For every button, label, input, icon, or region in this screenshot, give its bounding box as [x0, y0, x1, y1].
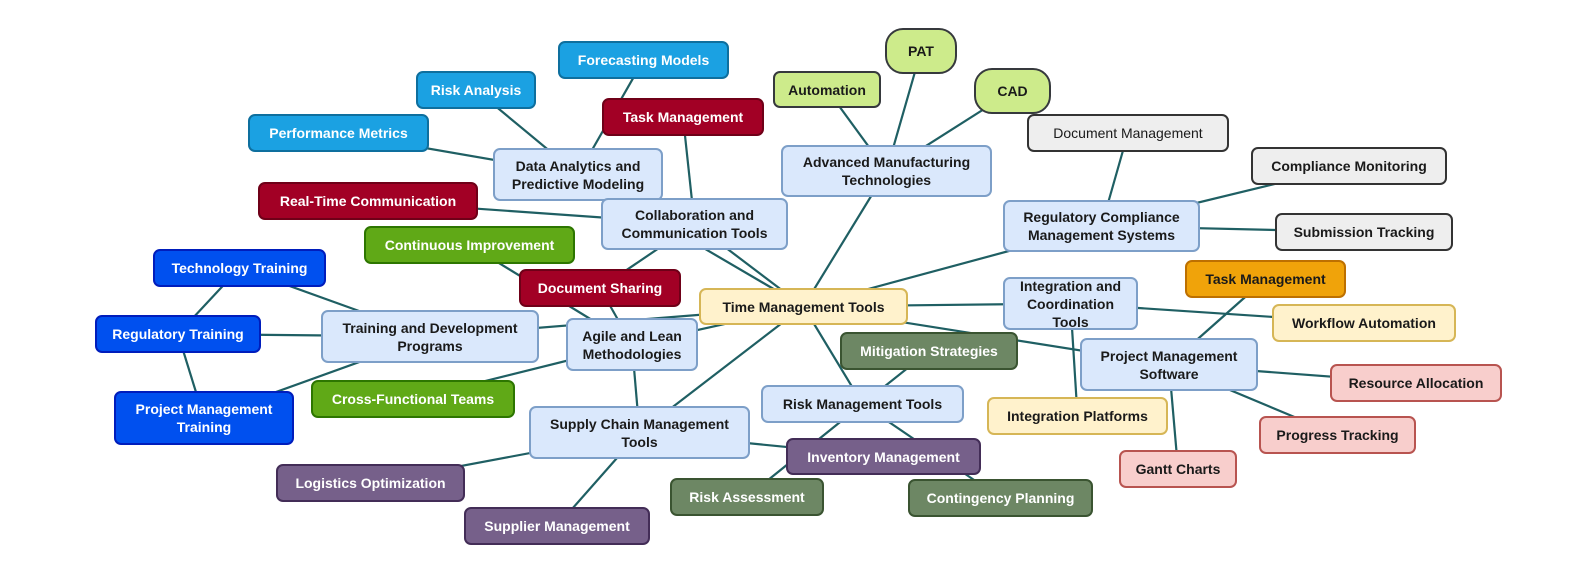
- node-supplier-management[interactable]: Supplier Management: [464, 507, 650, 545]
- node-cad[interactable]: CAD: [974, 68, 1051, 114]
- node-task-management-red[interactable]: Task Management: [602, 98, 764, 136]
- node-project-management-software[interactable]: Project Management Software: [1080, 338, 1258, 391]
- node-contingency-planning[interactable]: Contingency Planning: [908, 479, 1093, 517]
- node-project-management-training[interactable]: Project Management Training: [114, 391, 294, 445]
- node-real-time-communication[interactable]: Real-Time Communication: [258, 182, 478, 220]
- node-document-management[interactable]: Document Management: [1027, 114, 1229, 152]
- node-gantt-charts[interactable]: Gantt Charts: [1119, 450, 1237, 488]
- node-logistics-optimization[interactable]: Logistics Optimization: [276, 464, 465, 502]
- node-pat[interactable]: PAT: [885, 28, 957, 74]
- node-mitigation-strategies[interactable]: Mitigation Strategies: [840, 332, 1018, 370]
- node-regulatory-compliance[interactable]: Regulatory Compliance Management Systems: [1003, 200, 1200, 252]
- node-risk-assessment[interactable]: Risk Assessment: [670, 478, 824, 516]
- node-inventory-management[interactable]: Inventory Management: [786, 438, 981, 475]
- node-regulatory-training[interactable]: Regulatory Training: [95, 315, 261, 353]
- node-training-development[interactable]: Training and Development Programs: [321, 310, 539, 363]
- node-integration-platforms[interactable]: Integration Platforms: [987, 397, 1168, 435]
- node-document-sharing[interactable]: Document Sharing: [519, 269, 681, 307]
- node-forecasting-models[interactable]: Forecasting Models: [558, 41, 729, 79]
- node-agile-lean[interactable]: Agile and Lean Methodologies: [566, 318, 698, 371]
- node-progress-tracking[interactable]: Progress Tracking: [1259, 416, 1416, 454]
- node-performance-metrics[interactable]: Performance Metrics: [248, 114, 429, 152]
- node-supply-chain-management[interactable]: Supply Chain Management Tools: [529, 406, 750, 459]
- node-resource-allocation[interactable]: Resource Allocation: [1330, 364, 1502, 402]
- node-data-analytics[interactable]: Data Analytics and Predictive Modeling: [493, 148, 663, 201]
- node-workflow-automation[interactable]: Workflow Automation: [1272, 304, 1456, 342]
- node-integration-coordination[interactable]: Integration and Coordination Tools: [1003, 277, 1138, 330]
- node-risk-analysis[interactable]: Risk Analysis: [416, 71, 536, 109]
- node-continuous-improvement[interactable]: Continuous Improvement: [364, 226, 575, 264]
- node-risk-management-tools[interactable]: Risk Management Tools: [761, 385, 964, 423]
- node-cross-functional-teams[interactable]: Cross-Functional Teams: [311, 380, 515, 418]
- node-technology-training[interactable]: Technology Training: [153, 249, 326, 287]
- node-collaboration-tools[interactable]: Collaboration and Communication Tools: [601, 198, 788, 250]
- node-time-management-tools[interactable]: Time Management Tools: [699, 288, 908, 325]
- node-automation[interactable]: Automation: [773, 71, 881, 108]
- node-submission-tracking[interactable]: Submission Tracking: [1275, 213, 1453, 251]
- node-compliance-monitoring[interactable]: Compliance Monitoring: [1251, 147, 1447, 185]
- node-task-management-orange[interactable]: Task Management: [1185, 260, 1346, 298]
- node-advanced-manufacturing[interactable]: Advanced Manufacturing Technologies: [781, 145, 992, 197]
